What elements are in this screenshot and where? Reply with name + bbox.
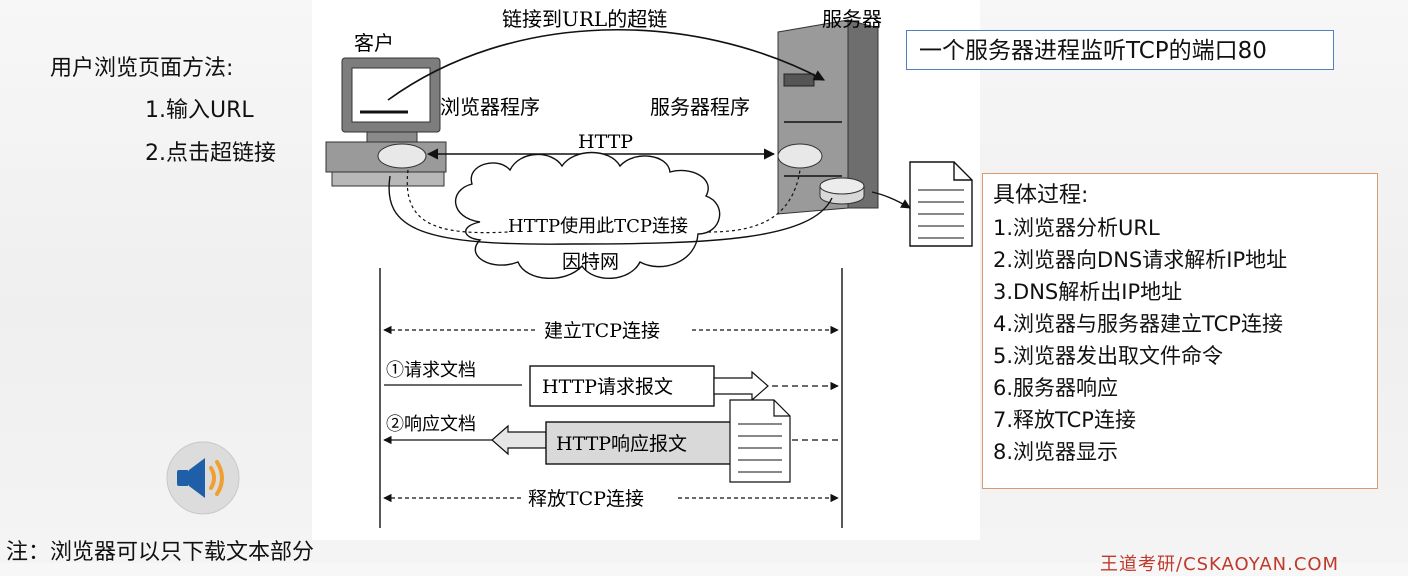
- methods-title: 用户浏览页面方法:: [50, 56, 234, 81]
- request-message-label: HTTP请求报文: [542, 376, 673, 398]
- step-item: 6.服务器响应: [993, 376, 1119, 400]
- response-message-label: HTTP响应报文: [556, 433, 687, 455]
- response-document-icon: [729, 399, 791, 483]
- step-item: 7.释放TCP连接: [993, 408, 1136, 432]
- cloud-tcp-label: HTTP使用此TCP连接: [508, 216, 688, 237]
- server-port-note: 一个服务器进程监听TCP的端口80: [906, 30, 1334, 70]
- watermark: 王道考研/CSKAOYAN.COM: [1100, 554, 1340, 575]
- steps-box: 具体过程: 1.浏览器分析URL 2.浏览器向DNS请求解析IP地址 3.DNS…: [982, 173, 1378, 489]
- browser-program-label: 浏览器程序: [440, 95, 540, 119]
- step-item: 3.DNS解析出IP地址: [993, 280, 1183, 304]
- http-label: HTTP: [578, 131, 633, 153]
- hyperlink-label: 链接到URL的超链: [502, 7, 667, 31]
- speaker-icon[interactable]: [165, 440, 241, 516]
- http-diagram: 客户 服务器 链接到URL的超链 浏览器程序 服务器程序 HTTP HTTP使用…: [312, 0, 980, 540]
- method-item-1: 1.输入URL: [145, 98, 254, 123]
- step-item: 5.浏览器发出取文件命令: [993, 344, 1224, 368]
- steps-title: 具体过程:: [993, 183, 1089, 208]
- server-program-label: 服务器程序: [650, 95, 750, 119]
- response-doc-label: ②响应文档: [386, 414, 476, 435]
- method-item-2: 2.点击超链接: [145, 141, 276, 166]
- step-item: 2.浏览器向DNS请求解析IP地址: [993, 248, 1288, 272]
- release-tcp-label: 释放TCP连接: [528, 488, 644, 510]
- step-item: 1.浏览器分析URL: [993, 216, 1160, 240]
- internet-cloud-icon: [455, 151, 721, 280]
- step-item: 4.浏览器与服务器建立TCP连接: [993, 312, 1283, 336]
- step-item: 8.浏览器显示: [993, 440, 1119, 464]
- document-icon: [909, 161, 973, 247]
- cloud-internet-label: 因特网: [562, 251, 619, 273]
- footnote: 注：浏览器可以只下载文本部分: [6, 540, 315, 565]
- server-to-document-arrow: [871, 191, 911, 209]
- server-label: 服务器: [822, 7, 882, 31]
- establish-tcp-label: 建立TCP连接: [544, 320, 660, 342]
- client-label: 客户: [354, 31, 394, 55]
- client-computer-icon: [325, 57, 447, 187]
- server-tower-icon: [777, 19, 879, 215]
- request-doc-label: ①请求文档: [386, 360, 476, 381]
